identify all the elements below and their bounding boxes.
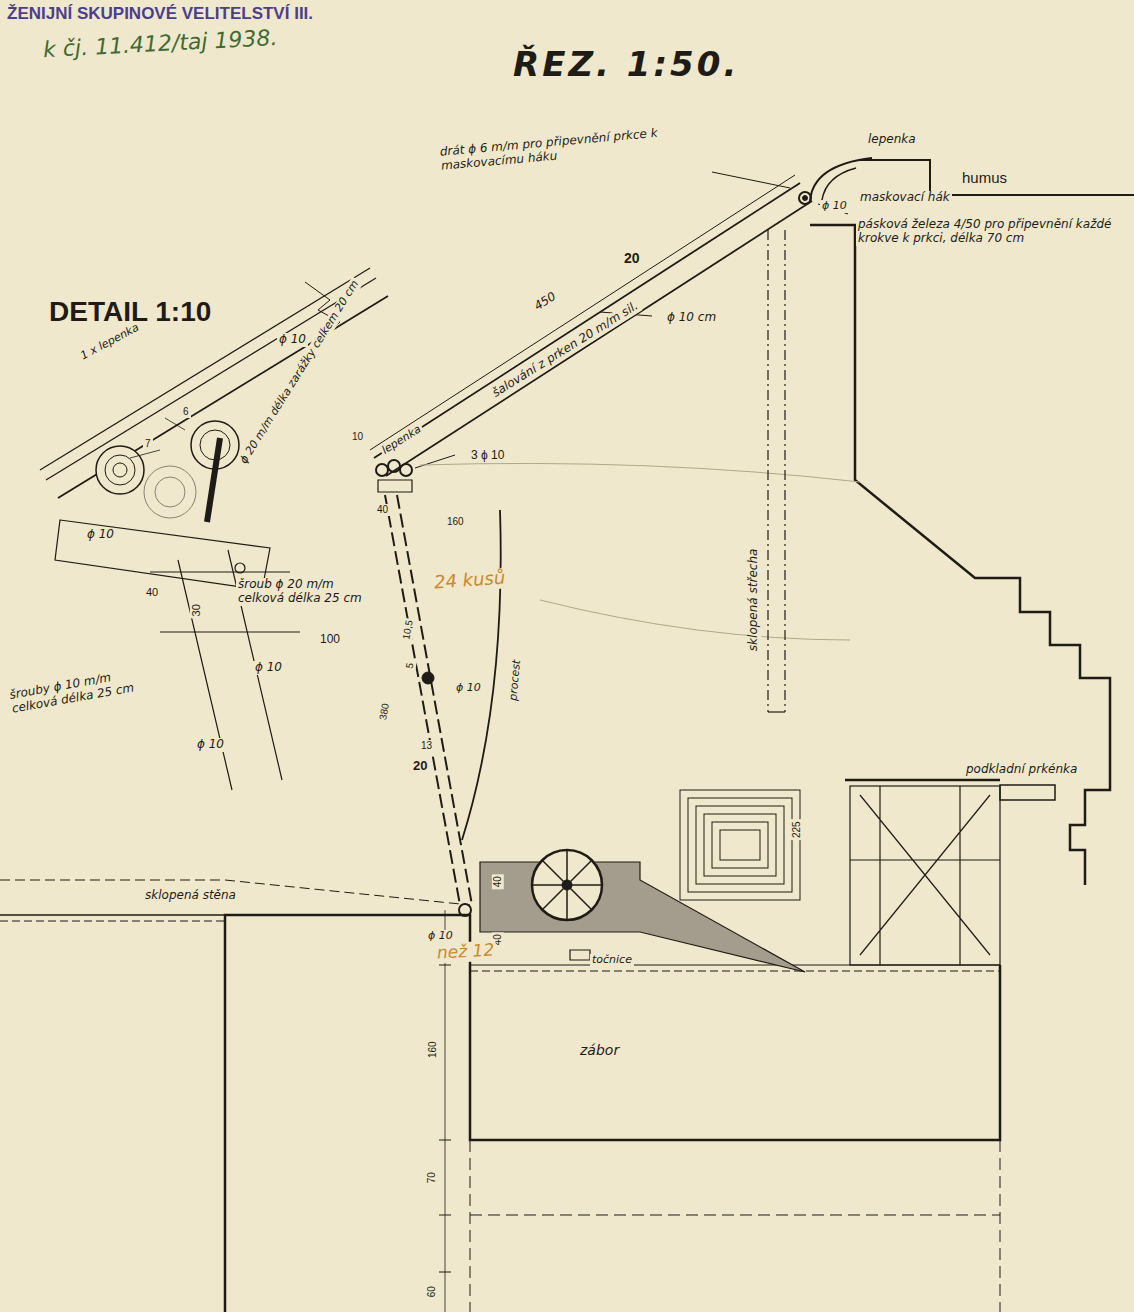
drawing-label: točnice — [590, 954, 634, 967]
drawing-label: ϕ 10 — [85, 528, 116, 542]
drawing-label: šroub ϕ 20 m/m celková délka 25 cm — [236, 578, 375, 606]
drawing-label: šrouby ϕ 10 m/m celková délka 25 cm — [7, 667, 139, 717]
drawing-label: ϕ 10 — [820, 200, 849, 213]
drawing-label: 225 — [791, 819, 803, 840]
drawing-label: než 12 — [435, 940, 497, 963]
drawing-label: zábor — [578, 1042, 621, 1058]
drawing-label: ϕ 10 cm — [665, 311, 718, 325]
stamp-text: ŽENIJNÍ SKUPINOVÉ VELITELSTVÍ III. — [5, 4, 315, 24]
drawing-label: ϕ 10 — [195, 738, 226, 752]
drawing-label: ϕ 10 — [277, 333, 308, 347]
drawing-label: pásková železa 4/50 pro připevnění každé… — [856, 218, 1125, 246]
drawing-label: 60 — [426, 1284, 438, 1299]
reference-number: k čj. 11.412/taj 1938. — [41, 25, 281, 63]
drawing-label: procest — [507, 657, 524, 703]
drawing-label: maskovací hák — [858, 191, 952, 205]
drawing-label: 40 — [375, 504, 390, 516]
drawing-label: 160 — [427, 1039, 439, 1060]
drawing-label: 5 — [403, 660, 416, 671]
drawing-label: 6 — [181, 406, 191, 418]
drawing-label: ϕ 10 — [426, 930, 455, 943]
drawing-label: 40 — [144, 586, 160, 599]
drawing-label: podkladní prkénka — [964, 763, 1079, 777]
drawing-label: drát ϕ 6 m/m pro připevnění prkce k mask… — [437, 122, 712, 173]
drawing-label: 7 — [143, 438, 153, 450]
drawing-label: 450 — [530, 289, 560, 315]
section-title: ŘEZ. 1:50. — [510, 44, 742, 84]
drawing-label: šalování z prken 20 m/m sil. — [488, 298, 642, 401]
drawing-label: ϕ 10 — [253, 661, 284, 675]
drawing-label: 30 — [190, 602, 203, 618]
drawing-label: 160 — [445, 516, 466, 528]
drawing-label: ϕ 10 — [454, 682, 483, 695]
drawing-label: 380 — [377, 701, 392, 723]
drawing-label: 10 — [350, 431, 365, 443]
drawing-label: ϕ 20 m/m délka zarážky celkem 20 cm — [237, 277, 363, 468]
drawing-label: 10,5 — [400, 617, 415, 642]
drawing-label: 40 — [492, 874, 504, 889]
drawing-label: humus — [960, 169, 1009, 186]
drawing-label: 100 — [318, 633, 342, 647]
drawing-label: 3 ϕ 10 — [469, 449, 506, 463]
drawing-label: 20 — [622, 250, 642, 266]
drawing-label: sklopená střecha — [747, 547, 761, 653]
drawing-label: 24 kusů — [431, 567, 508, 593]
drawing-label: 20 — [411, 759, 429, 774]
drawing-label: lepenka — [866, 133, 918, 147]
drawing-label: 70 — [426, 1170, 438, 1185]
drawing-label: sklopená stěna — [143, 889, 238, 903]
drawing-label: 13 — [419, 740, 434, 752]
